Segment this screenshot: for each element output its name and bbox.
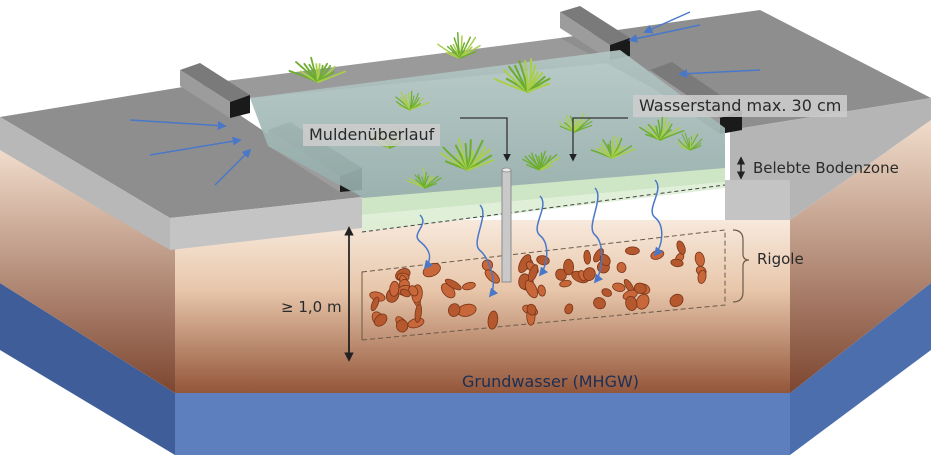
gravel-stone xyxy=(635,293,650,310)
trench-brace xyxy=(732,229,750,303)
gravel-stone xyxy=(625,295,638,311)
gravel-stone xyxy=(414,303,422,323)
gravel-stone xyxy=(399,288,411,298)
gravel-stone xyxy=(370,296,380,312)
infiltration-arrow xyxy=(591,187,604,284)
plant-tuft xyxy=(677,132,703,151)
gravel-stone xyxy=(633,282,647,294)
overflow-pipe xyxy=(501,167,512,283)
overflow-label: Muldenüberlauf xyxy=(303,124,441,146)
plant-tuft xyxy=(590,135,636,159)
gravel-stone xyxy=(601,288,613,297)
paving-back xyxy=(195,38,620,98)
plant-tuft xyxy=(405,167,442,189)
gravel-stone xyxy=(537,284,546,297)
gravel-stone xyxy=(564,303,574,315)
soil-zone-label: Belebte Bodenzone xyxy=(753,159,899,177)
plant-tuft xyxy=(395,90,430,111)
gravel-stone xyxy=(527,264,539,282)
depth-label: ≥ 1,0 m xyxy=(281,298,342,316)
gravel-stone xyxy=(408,285,419,297)
paving-left xyxy=(0,85,362,250)
infiltration-arrow xyxy=(416,214,434,270)
gravel-stone xyxy=(559,279,572,288)
gravel-stone xyxy=(697,269,707,284)
trench-label: Rigole xyxy=(757,250,804,268)
gravel-stone xyxy=(676,240,686,255)
gravel-stone xyxy=(583,249,591,265)
gravel-stone xyxy=(444,278,462,291)
gravel-stone xyxy=(526,303,537,316)
plant-tuft xyxy=(288,56,347,83)
active-soil-zone xyxy=(361,168,726,233)
groundwater-label: Grundwasser (MHGW) xyxy=(462,372,640,391)
gravel-stone xyxy=(448,303,461,317)
gravel-stone xyxy=(374,313,388,327)
runoff-arrows xyxy=(129,11,761,186)
infiltration-arrows xyxy=(416,179,664,298)
gravel-stone xyxy=(524,279,538,299)
gravel-stone xyxy=(669,293,684,308)
plant-tuft xyxy=(437,31,481,59)
groundwater-layer xyxy=(0,283,931,455)
gravel-stone xyxy=(462,281,476,291)
gravel-stone xyxy=(612,282,626,292)
gravel-stone xyxy=(487,310,499,330)
gravel-stone xyxy=(625,246,640,256)
gravel-stone xyxy=(670,258,684,268)
plant-tuft xyxy=(440,137,495,171)
infiltration-arrow xyxy=(651,179,664,257)
gravel-stone xyxy=(616,262,627,273)
water-level-label: Wasserstand max. 30 cm xyxy=(633,95,848,117)
gravel-stone xyxy=(563,258,575,276)
plant-tuft xyxy=(493,58,551,94)
leader-lines xyxy=(460,117,628,162)
plant-tuft xyxy=(638,114,685,141)
infiltration-arrow xyxy=(536,195,549,277)
gravel-stone xyxy=(389,280,400,297)
infiltration-arrow xyxy=(476,204,499,298)
plant-tuft xyxy=(522,150,561,171)
gravel-stone xyxy=(593,297,606,310)
trench-outline xyxy=(361,229,726,341)
gravel-stone xyxy=(407,317,425,329)
swale-water xyxy=(250,50,725,210)
